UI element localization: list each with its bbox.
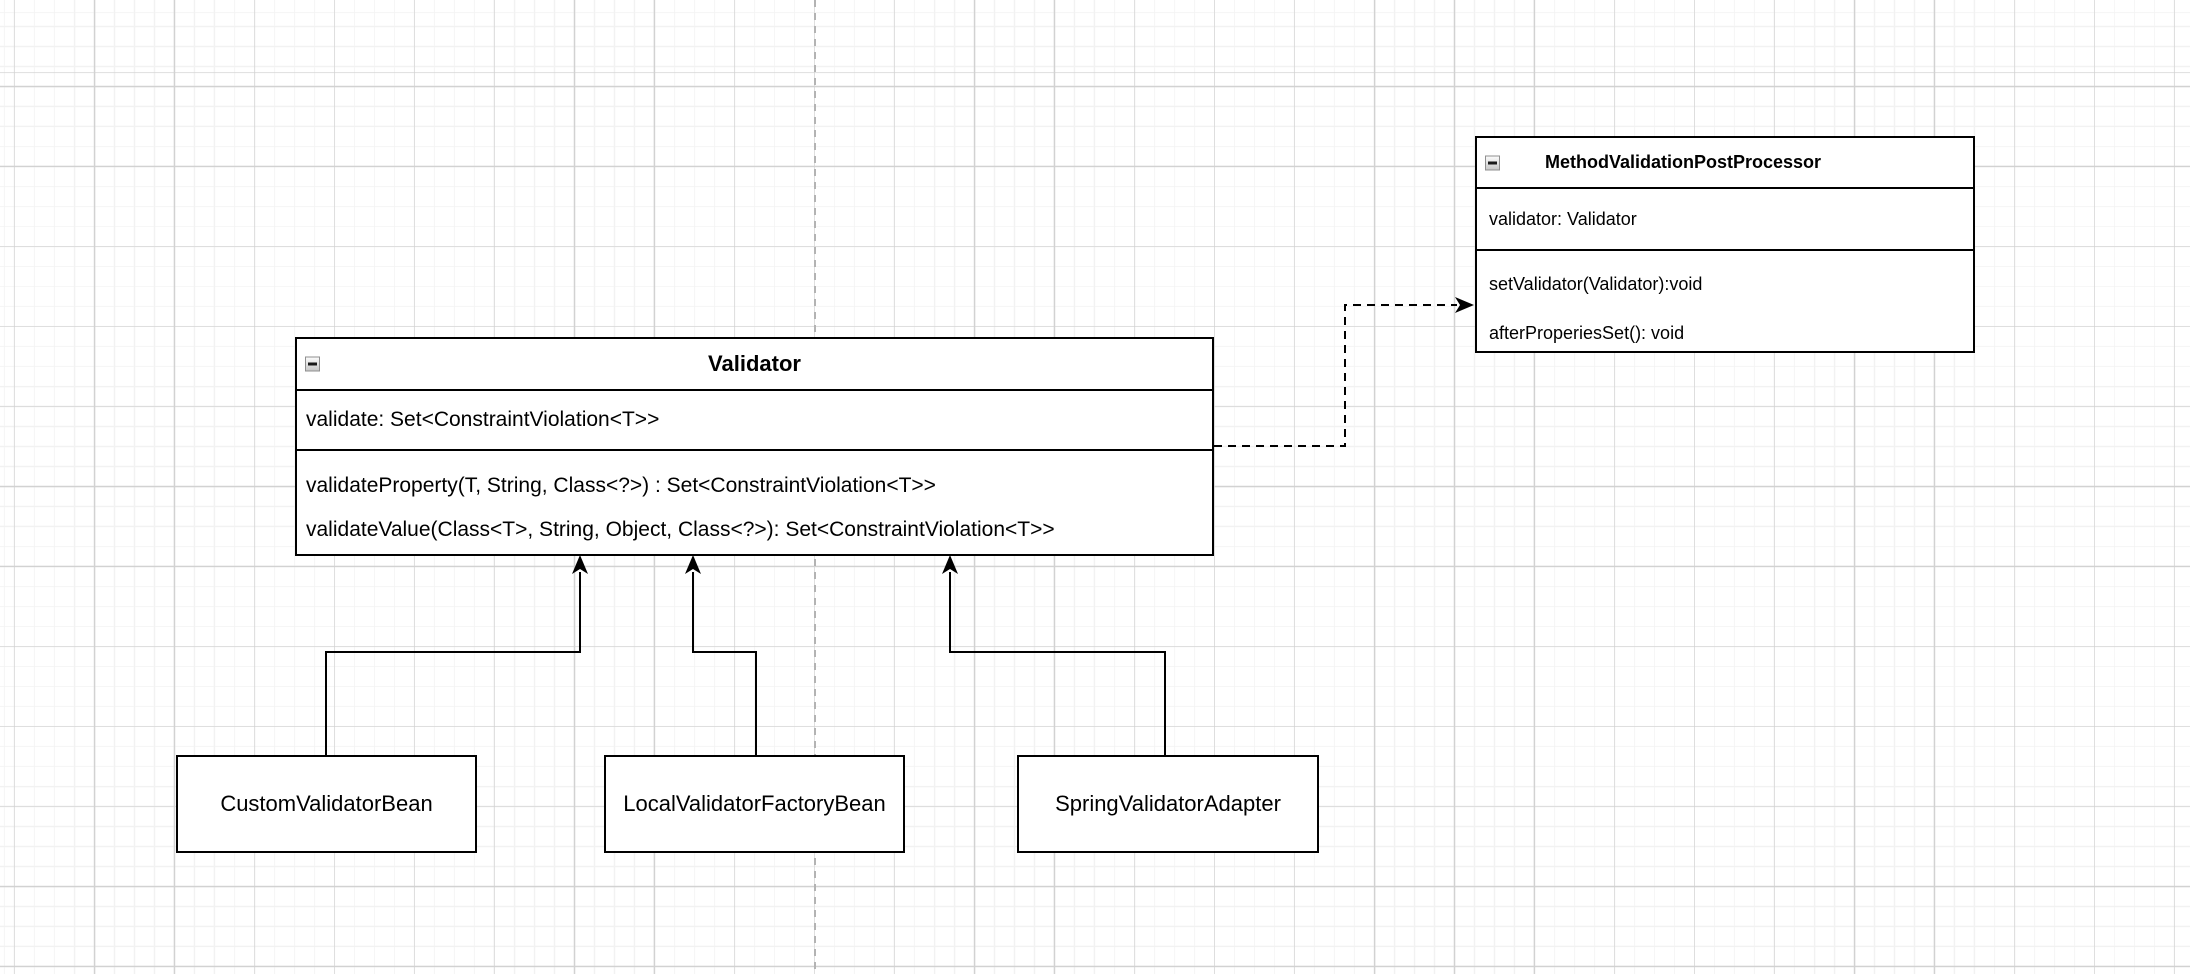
class-methods-section: validateProperty(T, String, Class<?>) : … bbox=[297, 451, 1212, 554]
class-label: SpringValidatorAdapter bbox=[1055, 791, 1281, 816]
class-label: CustomValidatorBean bbox=[220, 791, 433, 816]
method-row: validateValue(Class<T>, String, Object, … bbox=[306, 518, 1055, 541]
inheritance-connector-spring-validator-adapter[interactable] bbox=[949, 572, 1166, 755]
dependency-connector-validator-to-postprocessor[interactable] bbox=[1214, 304, 1457, 447]
class-fields-section: validate: Set<ConstraintViolation<T>> bbox=[297, 391, 1212, 451]
class-box-validator[interactable]: Validator validate: Set<ConstraintViolat… bbox=[295, 337, 1214, 556]
class-title-bar: MethodValidationPostProcessor bbox=[1477, 138, 1973, 189]
minus-glyph bbox=[1488, 161, 1497, 164]
arrowhead-spring-validator-adapter bbox=[942, 555, 958, 574]
class-title: Validator bbox=[708, 351, 801, 376]
field-row: validate: Set<ConstraintViolation<T>> bbox=[306, 408, 660, 431]
class-box-method-validation-post-processor[interactable]: MethodValidationPostProcessor validator:… bbox=[1475, 136, 1975, 353]
arrowhead-validator-to-postprocessor bbox=[1455, 297, 1474, 313]
class-methods-section: setValidator(Validator):void afterProper… bbox=[1477, 251, 1973, 358]
arrowhead-local-validator-factory-bean bbox=[685, 555, 701, 574]
method-row: validateProperty(T, String, Class<?>) : … bbox=[306, 474, 936, 497]
class-title-bar: Validator bbox=[297, 339, 1212, 391]
collapse-minus-icon[interactable] bbox=[305, 356, 320, 372]
inheritance-connector-local-validator-factory-bean[interactable] bbox=[692, 572, 757, 755]
class-fields-section: validator: Validator bbox=[1477, 189, 1973, 251]
method-row: setValidator(Validator):void bbox=[1489, 274, 1703, 294]
field-row: validator: Validator bbox=[1489, 208, 1637, 229]
inheritance-connector-custom-validator-bean[interactable] bbox=[325, 572, 581, 755]
class-box-spring-validator-adapter[interactable]: SpringValidatorAdapter bbox=[1017, 755, 1319, 853]
class-box-custom-validator-bean[interactable]: CustomValidatorBean bbox=[176, 755, 477, 853]
class-label: LocalValidatorFactoryBean bbox=[623, 791, 886, 816]
minus-glyph bbox=[308, 362, 317, 366]
method-row: afterProperiesSet(): void bbox=[1489, 323, 1685, 343]
class-box-local-validator-factory-bean[interactable]: LocalValidatorFactoryBean bbox=[604, 755, 905, 853]
arrowhead-custom-validator-bean bbox=[572, 555, 588, 574]
collapse-minus-icon[interactable] bbox=[1485, 155, 1500, 170]
class-title: MethodValidationPostProcessor bbox=[1544, 152, 1822, 172]
